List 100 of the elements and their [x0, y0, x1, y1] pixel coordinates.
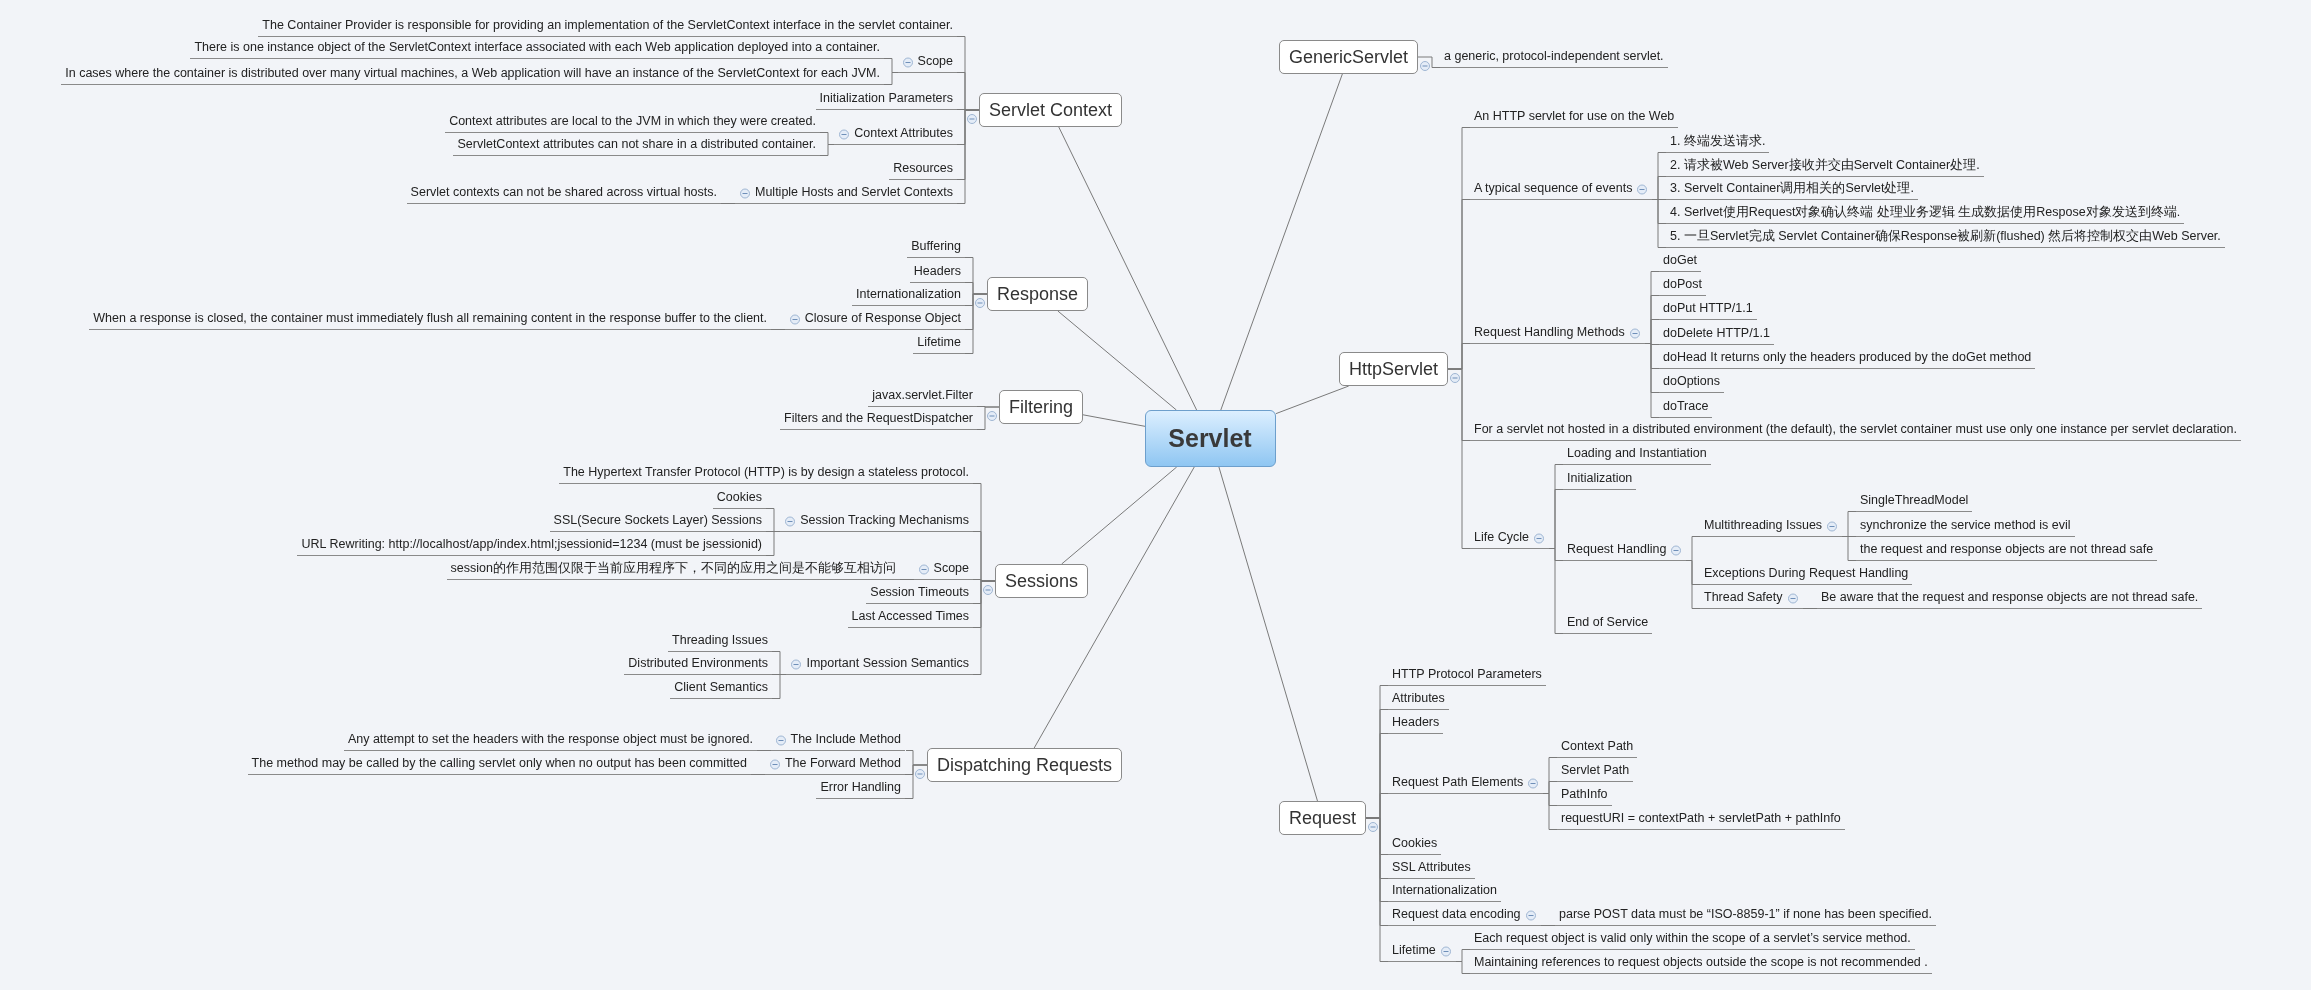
branch-label: 4. Serlvet使用Request对象确认终端 处理业务逻辑 生成数据使用Respose对象发送到终端. [1666, 203, 2185, 224]
branch-label: SSL(Secure Sockets Layer) Sessions [549, 511, 766, 532]
connector-line [756, 750, 772, 751]
branch-label: 2. 请求被Web Server接收并交由Servelt Container处理. [1666, 156, 1984, 177]
branch-label: Session Tracking Mechanisms [780, 511, 973, 532]
branch-label: Headers [909, 262, 965, 283]
branch-label: Filters and the RequestDispatcher [780, 409, 977, 430]
branch-label: HTTP Protocol Parameters [1388, 665, 1546, 686]
branch-label: PathInfo [1557, 785, 1612, 806]
branch-label: a generic, protocol-independent servlet. [1440, 47, 1668, 68]
connector-line [1651, 199, 1667, 248]
connector-line [1417, 56, 1441, 68]
branch-label: When a response is closed, the container must immediately flush all remaining content in the response buffer to the client. [89, 309, 771, 330]
branch-label: Important Session Semantics [786, 654, 973, 675]
branch-label: For a servlet not hosted in a distributed environment (the default), the servlet container must use only one instance per servlet declaration. [1470, 420, 2241, 441]
connector-line [976, 406, 1000, 430]
topic-box: Sessions [994, 564, 1088, 598]
branch-label: Lifetime [1388, 941, 1456, 962]
branch-label: The Include Method [770, 730, 905, 751]
branch-label: Request data encoding [1388, 905, 1541, 926]
branch-label: Session Timeouts [866, 583, 973, 604]
branch-label: Distributed Environments [624, 654, 772, 675]
branch-label: An HTTP servlet for use on the Web [1470, 107, 1679, 128]
branch-label: Be aware that the request and response objects are not thread safe. [1817, 588, 2203, 609]
branch-label: Multithreading Issues [1700, 516, 1843, 537]
branch-label: Attributes [1388, 689, 1449, 710]
connector-line [964, 293, 988, 354]
branch-label: Lifetime [913, 333, 965, 354]
central-topic-box: Servlet [1144, 409, 1276, 467]
branch-label: Closure of Response Object [784, 309, 965, 330]
branch-label: synchronize the service method is evil [1856, 516, 2075, 537]
connector-line [904, 764, 928, 799]
branch-label: Headers [1388, 713, 1444, 734]
branch-label: 5. 一旦Servlet完成 Servlet Container确保Response被刷新(flushed) 然后将控制权交由Web Server. [1666, 227, 2225, 248]
topic-box: GenericServlet [1279, 40, 1419, 74]
topic-box: Dispatching Requests [926, 748, 1122, 782]
branch-label: Scope [913, 559, 973, 580]
branch-label: The Forward Method [764, 754, 905, 775]
branch-label: doPost [1659, 275, 1706, 296]
branch-label: ServletContext attributes can not share in a distributed container. [453, 135, 820, 156]
branch-label: Threading Issues [668, 631, 772, 652]
connector-line [1542, 793, 1558, 830]
branch-label: Request Path Elements [1388, 773, 1544, 794]
branch-label: Internationalization [852, 285, 965, 306]
branch-label: Scope [897, 52, 957, 73]
topic-box: Request [1279, 801, 1367, 835]
connector-line [1540, 925, 1556, 926]
branch-label: 1. 终端发送请求. [1666, 132, 1770, 153]
branch-label: Multiple Hosts and Servlet Contexts [735, 183, 957, 204]
branch-label: Loading and Instantiation [1563, 444, 1711, 465]
connector-line [1033, 466, 1195, 749]
topic-box: Filtering [998, 390, 1083, 424]
branch-label: Context Attributes [834, 124, 957, 145]
branch-label: Thread Safety [1700, 588, 1803, 609]
branch-label: doOptions [1659, 372, 1724, 393]
branch-label: Maintaining references to request objects outside the scope is not recommended . [1470, 953, 1932, 974]
branch-label: Exceptions During Request Handling [1700, 564, 1913, 585]
branch-label: 3. Servelt Container调用相关的Servlet处理. [1666, 179, 1918, 200]
branch-label: Cookies [712, 488, 766, 509]
branch-label: doHead It returns only the headers produced by the doGet method [1659, 348, 2036, 369]
branch-label: URL Rewriting: http://localhost/app/index.html;jsessionid=1234 (must be jsessionid) [297, 535, 766, 556]
branch-label: Servlet Path [1557, 761, 1634, 782]
connector-line [1061, 466, 1178, 565]
branch-label: Any attempt to set the headers with the response object must be ignored. [343, 730, 757, 751]
branch-label: Resources [889, 159, 957, 180]
branch-label: parse POST data must be “ISO-8859-1” if none has been specified. [1555, 905, 1936, 926]
connector-line [1218, 466, 1318, 802]
topic-box: Response [986, 277, 1088, 311]
branch-label: Error Handling [816, 778, 905, 799]
branch-label: The Container Provider is responsible for providing an implementation of the ServletContext interface in the servlet container. [258, 16, 957, 37]
branch-label: Each request object is valid only within the scope of a servlet’s service method. [1470, 929, 1915, 950]
branch-label: doPut HTTP/1.1 [1659, 299, 1757, 320]
connector-line [1644, 343, 1660, 418]
branch-label: the request and response objects are not thread safe [1856, 540, 2158, 561]
branch-label: The method may be called by the calling servlet only when no output has been committed [247, 754, 751, 775]
branch-label: A typical sequence of events [1470, 179, 1653, 200]
branch-label: session的作用范围仅限于当前应用程序下，不同的应用之间是不能够互相访问 [446, 559, 900, 580]
branch-label: Internationalization [1388, 881, 1501, 902]
branch-label: Request Handling [1563, 540, 1687, 561]
branch-label: Buffering [907, 237, 965, 258]
branch-label: Life Cycle [1470, 528, 1549, 549]
connector-line [1058, 126, 1198, 411]
branch-label: Initialization [1563, 469, 1637, 490]
branch-label: Request Handling Methods [1470, 323, 1645, 344]
branch-label: Servlet contexts can not be shared across virtual hosts. [406, 183, 721, 204]
branch-label: Client Semantics [670, 678, 772, 699]
branch-label: The Hypertext Transfer Protocol (HTTP) is by design a stateless protocol. [559, 463, 973, 484]
branch-label: There is one instance object of the ServletContext interface associated with each Web application deployed into a container. [190, 38, 884, 59]
connector-line [750, 774, 766, 775]
branch-label: Context Path [1557, 737, 1638, 758]
branch-label: Context attributes are local to the JVM in which they were created. [445, 112, 820, 133]
branch-label: doTrace [1659, 397, 1713, 418]
connector-line [1082, 414, 1146, 427]
branch-label: javax.servlet.Filter [868, 386, 977, 407]
connector-line [819, 144, 835, 156]
branch-label: doDelete HTTP/1.1 [1659, 324, 1774, 345]
connector-line [1057, 310, 1177, 411]
branch-label: End of Service [1563, 613, 1653, 634]
connector-line [720, 203, 736, 204]
connector-line [770, 329, 786, 330]
